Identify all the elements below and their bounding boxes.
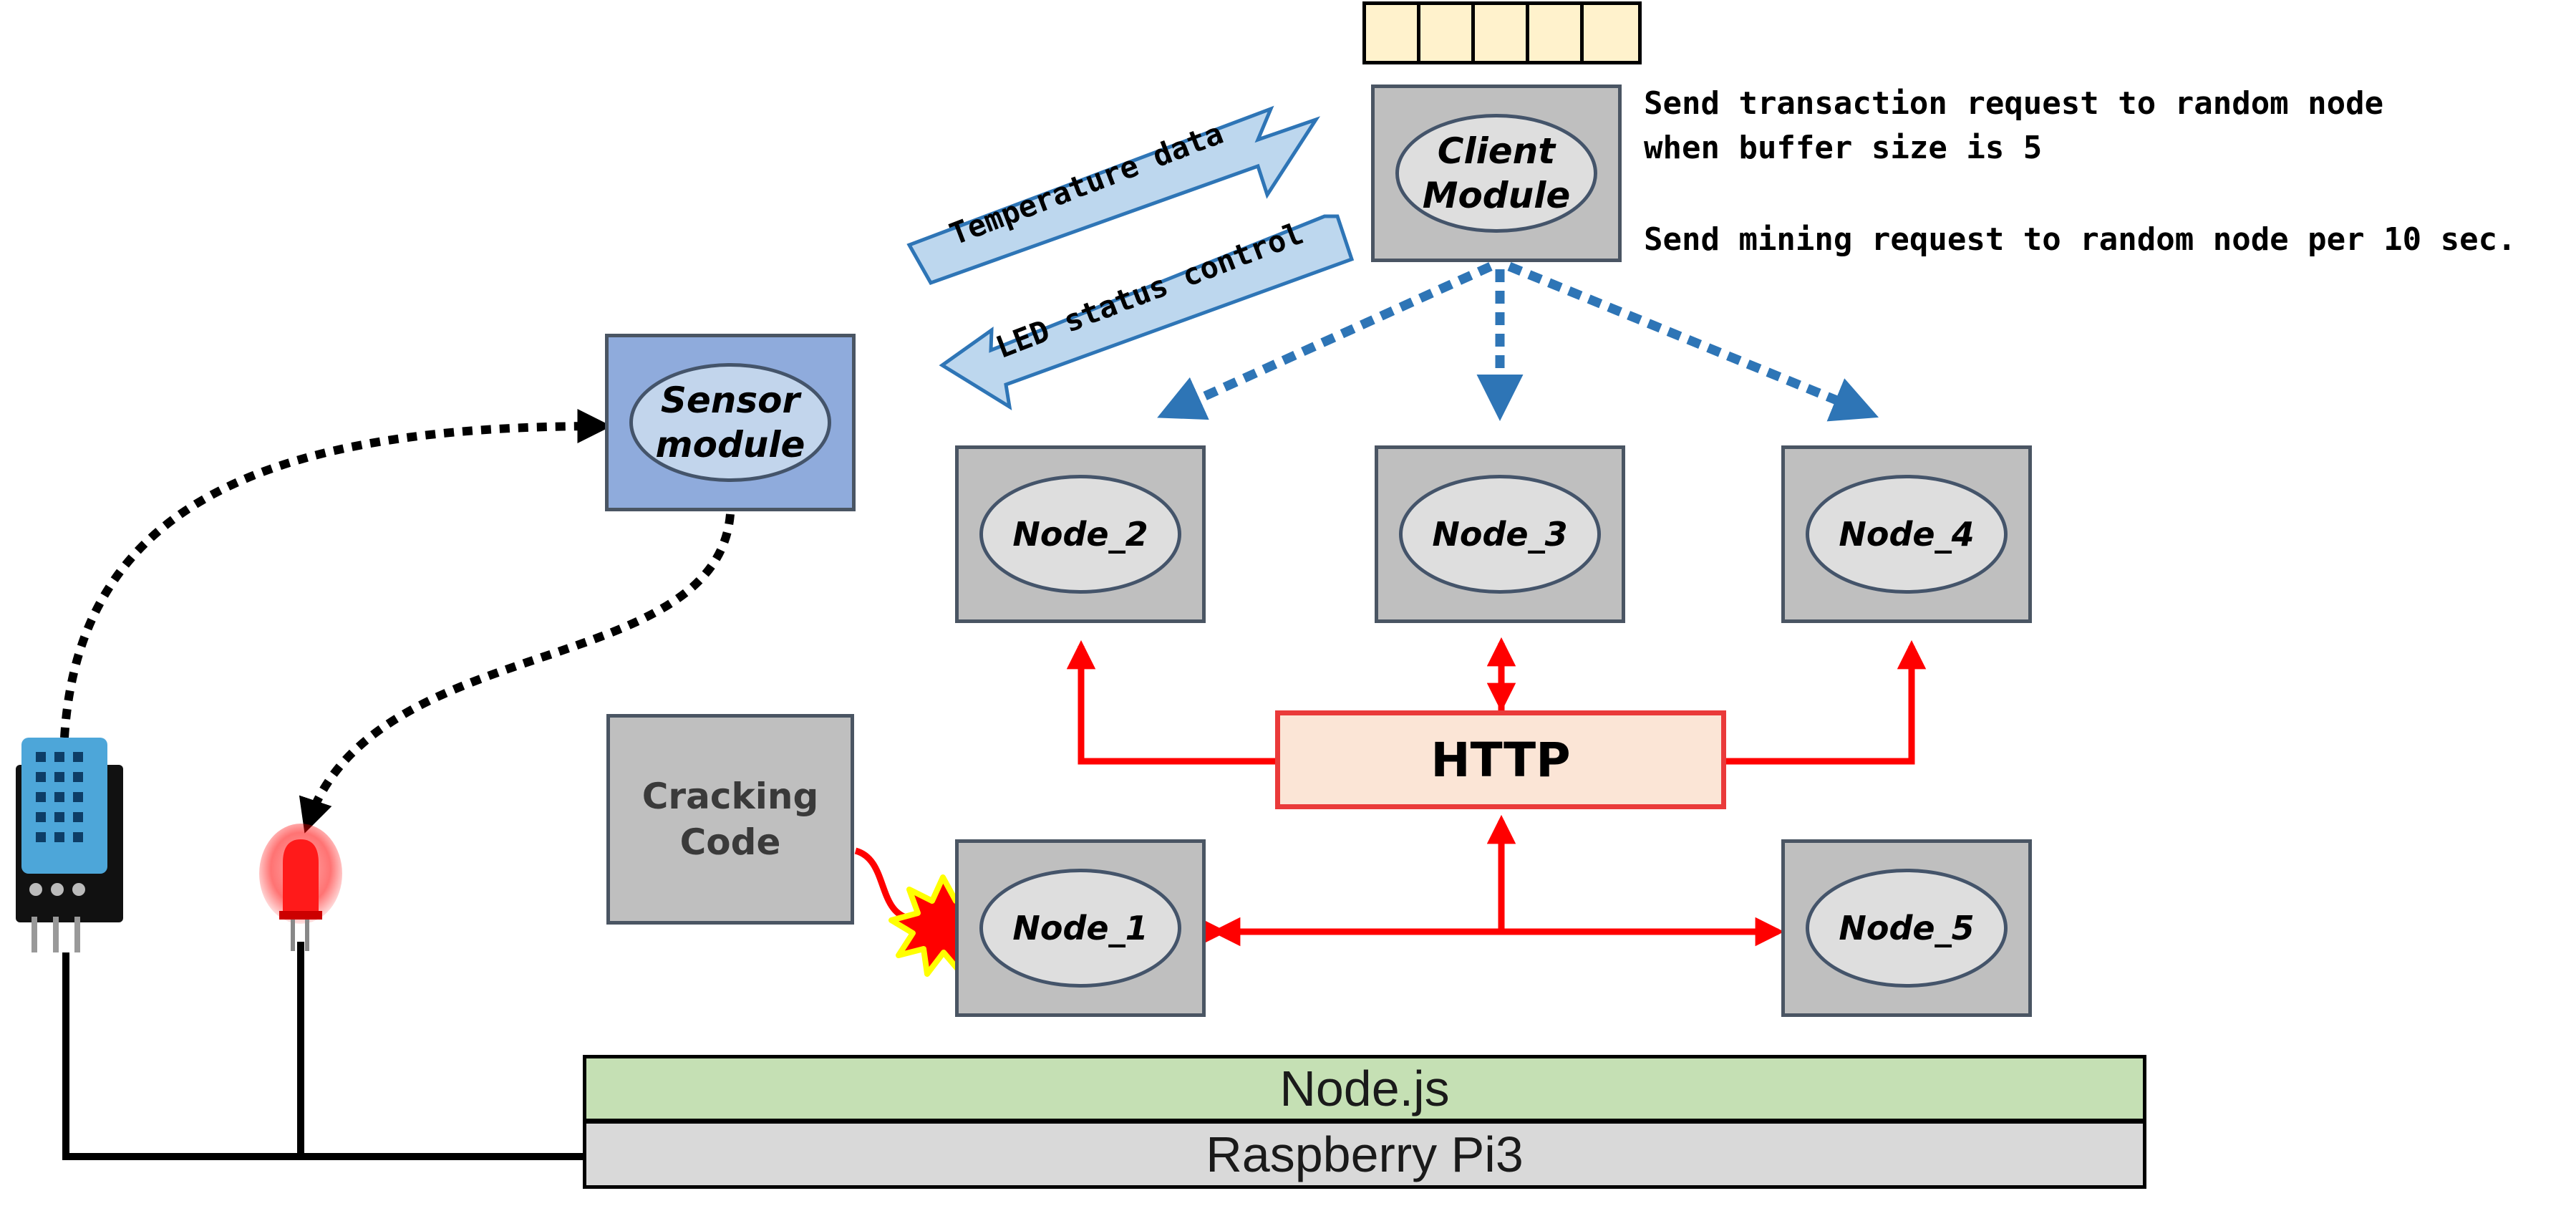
node-3-box[interactable]: Node_3 — [1375, 445, 1625, 623]
node-5-label: Node_5 — [1805, 868, 2008, 988]
sensor-module-box[interactable]: Sensor module — [605, 334, 856, 511]
client-module-box[interactable]: Client Module — [1371, 85, 1622, 262]
node-2-box[interactable]: Node_2 — [955, 445, 1206, 623]
buffer-cell — [1475, 5, 1529, 61]
module-to-led-link — [299, 513, 735, 834]
client-module-line-1: Client — [1437, 130, 1556, 172]
mining-note: Send mining request to random node per 1… — [1644, 221, 2517, 258]
dispatch-arrow-node-4 — [1507, 261, 1879, 422]
client-module-line-2: Module — [1422, 174, 1571, 216]
buffer-cell — [1584, 5, 1638, 61]
sensor-wire — [62, 952, 583, 1160]
temperature-sensor-icon — [16, 738, 123, 952]
http-hub[interactable]: HTTP — [1275, 710, 1726, 809]
sensor-module-line-1: Sensor — [660, 379, 800, 421]
cracking-code-box[interactable]: Cracking Code — [606, 714, 854, 925]
node-1-label: Node_1 — [979, 868, 1182, 988]
buffer-cell — [1420, 5, 1475, 61]
client-module-label: Client Module — [1395, 113, 1598, 233]
transaction-buffer — [1362, 1, 1642, 64]
node-3-label: Node_3 — [1398, 474, 1602, 594]
sensor-to-module-link — [60, 409, 612, 738]
node-2-label: Node_2 — [979, 474, 1182, 594]
led-icon — [259, 824, 342, 951]
buffer-cell — [1366, 5, 1420, 61]
client-dispatch-arrows — [1157, 261, 1879, 422]
temperature-data-arrow — [906, 105, 1321, 286]
led-status-arrow — [939, 214, 1355, 410]
sensor-module-line-2: module — [655, 423, 805, 465]
raspberry-pi-layer: Raspberry Pi3 — [583, 1120, 2146, 1189]
http-link-node-2 — [1066, 640, 1275, 765]
sensor-module-label: Sensor module — [629, 362, 832, 483]
http-links — [1066, 637, 1927, 947]
node-1-box[interactable]: Node_1 — [955, 839, 1206, 1017]
dispatch-arrow-node-2 — [1157, 262, 1493, 420]
node-4-label: Node_4 — [1805, 474, 2008, 594]
http-link-node-4 — [1726, 640, 1927, 765]
transaction-note: Send transaction request to random node … — [1644, 85, 2384, 166]
node-5-box[interactable]: Node_5 — [1781, 839, 2032, 1017]
node-4-box[interactable]: Node_4 — [1781, 445, 2032, 623]
buffer-cell — [1529, 5, 1584, 61]
cracking-wire — [854, 847, 909, 922]
nodejs-layer: Node.js — [583, 1055, 2146, 1122]
